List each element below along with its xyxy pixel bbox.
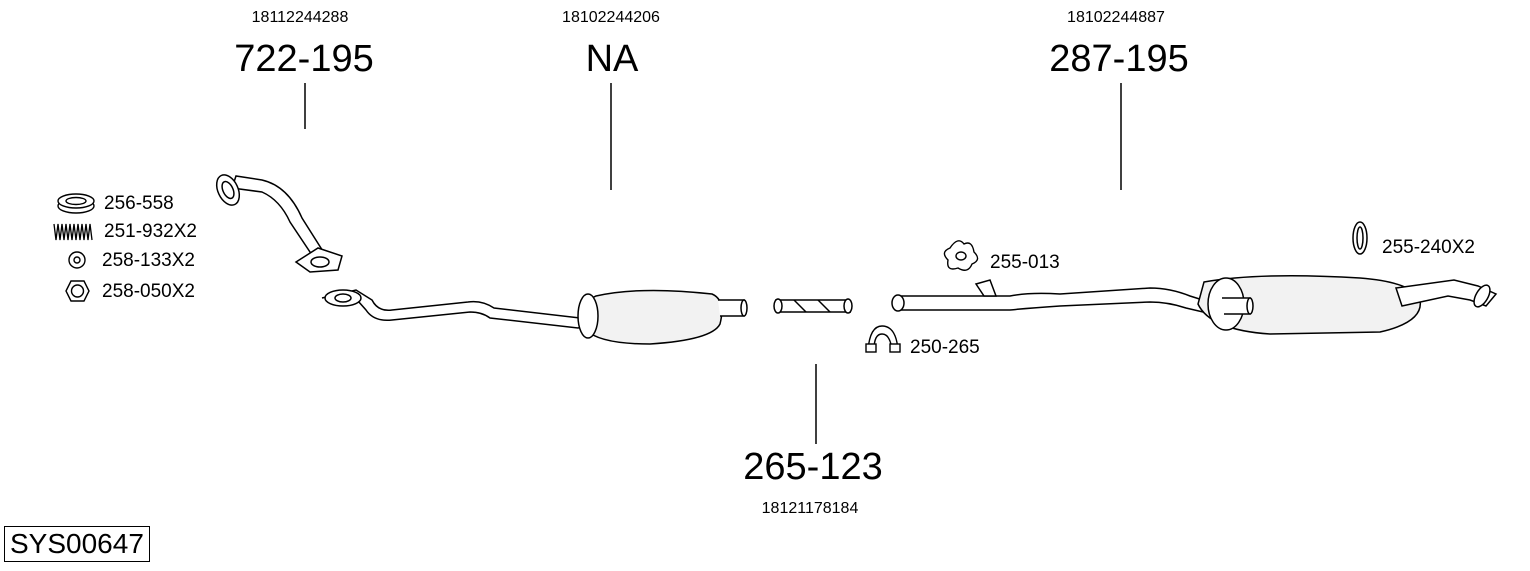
system-code-box: SYS00647 [4,526,150,562]
accessory-label: 255-240X2 [1382,237,1475,258]
reference-number: 18112244288 [251,9,349,26]
reference-number: 18102244206 [562,9,660,26]
accessory-label: 258-050X2 [102,281,195,302]
reference-number: 18121178184 [761,500,859,517]
clamp-icon [865,325,901,353]
rubber-ring-icon [1352,221,1368,255]
rear-muffler-drawing [891,275,1498,335]
front-pipe-drawing [215,174,343,273]
rubber-mount-icon [943,240,979,271]
part-number: NA [585,38,639,80]
part-number: 287-195 [1049,38,1189,80]
washer-icon [68,251,86,269]
accessory-label: 256-558 [104,193,174,214]
accessory-label: 251-932X2 [104,221,197,242]
center-muffler-drawing [321,289,748,345]
accessory-label: 250-265 [910,337,980,358]
gasket-ring-icon [57,193,95,214]
accessory-label: 255-013 [990,252,1060,273]
accessory-label: 258-133X2 [102,250,195,271]
part-number: 722-195 [234,38,374,80]
reference-number: 18102244887 [1067,9,1165,26]
connector-pipe-drawing [773,298,853,314]
part-number: 265-123 [743,446,883,488]
hex-nut-icon [65,280,90,302]
spring-icon [53,223,93,241]
